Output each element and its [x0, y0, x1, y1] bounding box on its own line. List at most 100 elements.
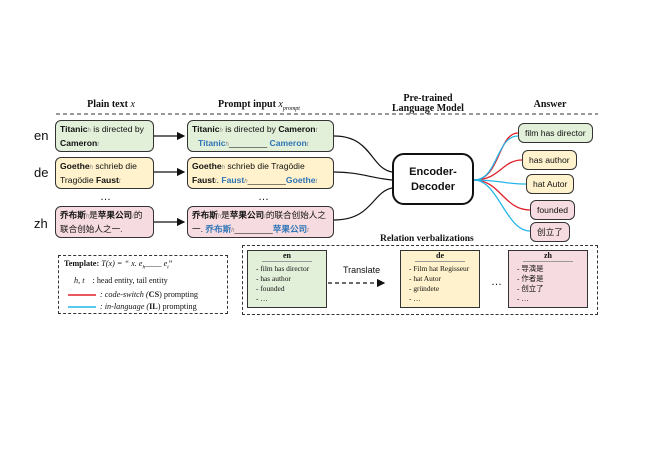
plain-zh-mid: 是 — [89, 210, 98, 220]
relation-panel — [242, 245, 598, 315]
prompt-ellipsis: … — [258, 191, 269, 203]
prompt-de-tail: Faust — [192, 175, 215, 185]
legend-ht-symbols: h, t — [74, 276, 85, 285]
legend-il-abbr: IL — [149, 302, 158, 311]
prompt-box-en: Titanich is directed by Cameront Titanic… — [187, 120, 334, 152]
cs-line-founded — [473, 179, 531, 211]
plain-zh-rest: 的联合创始人之一. — [60, 210, 143, 234]
model-line1: Encoder- — [409, 166, 457, 178]
prompt-zh-mid: 是 — [221, 210, 230, 220]
prompt-zh-head: 乔布斯 — [192, 210, 218, 220]
prompt-de-mid: schrieb die Tragödie — [227, 161, 305, 171]
plain-zh-head: 乔布斯 — [60, 210, 86, 220]
rv-zh-item: 导演是 — [517, 264, 587, 274]
header-prompt-var-sub: prompt — [282, 106, 300, 112]
header-plain-text: Plain text x — [66, 99, 156, 110]
header-plain-var: x — [130, 99, 135, 110]
prompt-en-head: Titanic — [192, 124, 220, 134]
legend-template-end: e — [163, 259, 168, 268]
legend-cs-abbr: CS — [148, 290, 160, 299]
prompt-zh-tail-repeat: 苹果公司 — [272, 224, 308, 234]
legend-il-pre: : in-language ( — [100, 302, 150, 311]
rv-zh-item: 作者是 — [517, 274, 587, 284]
lang-label-zh: zh — [34, 216, 48, 231]
legend-template: Template: T(x) = “ x. eh____ et” — [64, 259, 173, 271]
rv-zh-list: 导演是 作者是 创立了 … — [509, 262, 587, 304]
plain-zh-tail: 苹果公司 — [97, 210, 133, 220]
answer-film-has-director: film has director — [518, 123, 593, 143]
answer-zh: 创立了 — [530, 222, 570, 242]
rv-en-item: founded — [256, 284, 326, 294]
legend-il: : in-language (IL) prompting — [100, 302, 197, 311]
prompt-de-tail-repeat: Faust — [221, 175, 245, 185]
plain-de-mid: schrieb die Tragödie — [60, 161, 137, 185]
il-line-zh — [473, 179, 531, 232]
header-model: Pre-trained Language Model — [378, 94, 478, 114]
plain-en-head: Titanic — [60, 124, 88, 134]
lang-label-en: en — [34, 128, 49, 143]
prompt-en-mid: is directed by — [225, 124, 276, 134]
sub-h: h — [85, 214, 90, 220]
sub-h: h — [217, 214, 222, 220]
rv-box-en: en film has director has author founded … — [247, 250, 327, 308]
sub-t: t — [306, 142, 309, 148]
answer-hat-autor: hat Autor — [526, 174, 575, 194]
header-prompt-input: Prompt input xprompt — [194, 99, 324, 112]
il-line-hat-autor — [473, 179, 527, 185]
plain-box-en: Titanich is directed by Cameront — [55, 120, 154, 152]
curve-en-to-model — [333, 135, 393, 173]
prompt-box-de: Goetheh schrieb die Tragödie Faustt. Fau… — [187, 157, 334, 189]
plain-en-mid: is directed by — [93, 124, 144, 134]
sub-h: h — [219, 128, 223, 134]
rv-de-item: gründete — [409, 284, 479, 294]
legend-cs: : code-switch (CS) prompting — [100, 290, 198, 299]
header-answer: Answer — [533, 99, 567, 110]
sub-t: t — [214, 179, 217, 185]
translate-label: Translate — [343, 265, 381, 275]
rv-zh-item: … — [517, 294, 587, 304]
encoder-decoder-box: Encoder- Decoder — [392, 153, 474, 205]
legend-ht-desc: : head entity, tail entity — [92, 276, 168, 285]
prompt-de-head-repeat: Goethe — [285, 175, 316, 185]
legend-template-blank: ____ — [145, 259, 162, 268]
legend-box — [58, 255, 228, 314]
prompt-en-tail: Cameron — [278, 124, 316, 134]
sub-t: t — [97, 142, 99, 148]
prompt-zh-head-repeat: 乔布斯 — [205, 224, 232, 234]
prompt-de-blank: ________ — [247, 175, 286, 185]
plain-box-zh: 乔布斯h是苹果公司t的联合创始人之一. — [55, 206, 154, 238]
sub-h: h — [142, 264, 146, 271]
curve-de-to-model — [333, 171, 393, 181]
rv-en-list: film has director has author founded … — [248, 262, 326, 304]
sub-t: t — [118, 179, 121, 185]
header-plain-label: Plain text — [87, 99, 128, 110]
sub-h: h — [221, 165, 225, 171]
prompt-en-head-repeat: Titanic — [198, 138, 226, 148]
cs-line-has-author — [473, 159, 523, 181]
rv-de-item: Film hat Regisseur — [409, 264, 479, 274]
plain-de-tail: Faust — [96, 175, 119, 185]
lang-label-de: de — [34, 165, 49, 180]
rv-en-title: en — [262, 251, 312, 262]
prompt-en-blank: ________ — [228, 138, 268, 148]
curve-zh-to-model — [333, 187, 393, 221]
rv-de-item: … — [409, 294, 479, 304]
sub-t: t — [315, 179, 318, 185]
header-model-line1: Pre-trained — [403, 93, 453, 104]
sub-h: h — [89, 165, 93, 171]
sub-h: h — [244, 179, 248, 185]
sub-h: h — [231, 228, 235, 234]
header-model-line2: Language Model — [392, 103, 464, 114]
rv-zh-item: 创立了 — [517, 284, 587, 294]
prompt-zh-tail: 苹果公司 — [229, 210, 265, 220]
legend-cs-post: ) prompting — [159, 290, 199, 299]
prompt-zh-blank: ________ — [234, 224, 273, 234]
sub-t: t — [307, 228, 309, 234]
rv-en-item: film has director — [256, 264, 326, 274]
sub-h: h — [87, 128, 91, 134]
plain-ellipsis: … — [100, 191, 111, 203]
rv-en-item: … — [256, 294, 326, 304]
legend-il-post: ) prompting — [157, 302, 197, 311]
legend-template-formula: T(x) = “ x. e — [101, 259, 143, 268]
